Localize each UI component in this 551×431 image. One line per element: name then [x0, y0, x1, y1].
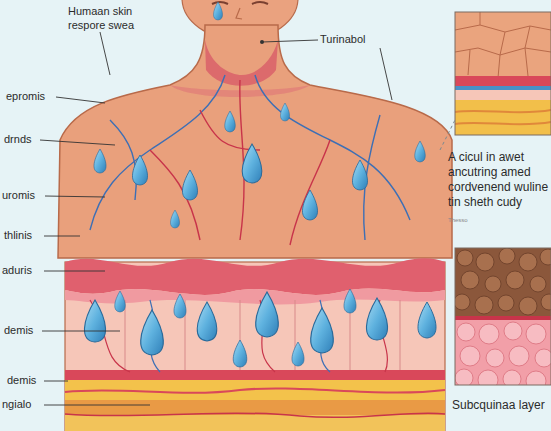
title-label: Humaan skin respore swea [68, 5, 140, 33]
layer-label: uromis [2, 189, 62, 203]
part-label: Turinabol [320, 33, 400, 47]
layer-label: aduris [2, 264, 62, 278]
layer-label: ngialo [2, 398, 62, 412]
layer-label: drnds [4, 133, 64, 147]
layer-label: thlinis [4, 229, 64, 243]
detail-panel [455, 248, 551, 385]
layer-label: demis [4, 324, 64, 338]
detail-panel [455, 12, 551, 135]
panel-label: Subcquinaa layer [452, 398, 551, 413]
note-text: A cicul in awet ancutring amed cordvenen… [448, 150, 551, 210]
note-small: Thesso [448, 217, 508, 225]
vein-lines [90, 75, 410, 245]
torso [58, 25, 452, 258]
layer-label: demis [7, 374, 67, 388]
layer-label: epromis [6, 90, 66, 104]
leader-lines [40, 32, 392, 405]
